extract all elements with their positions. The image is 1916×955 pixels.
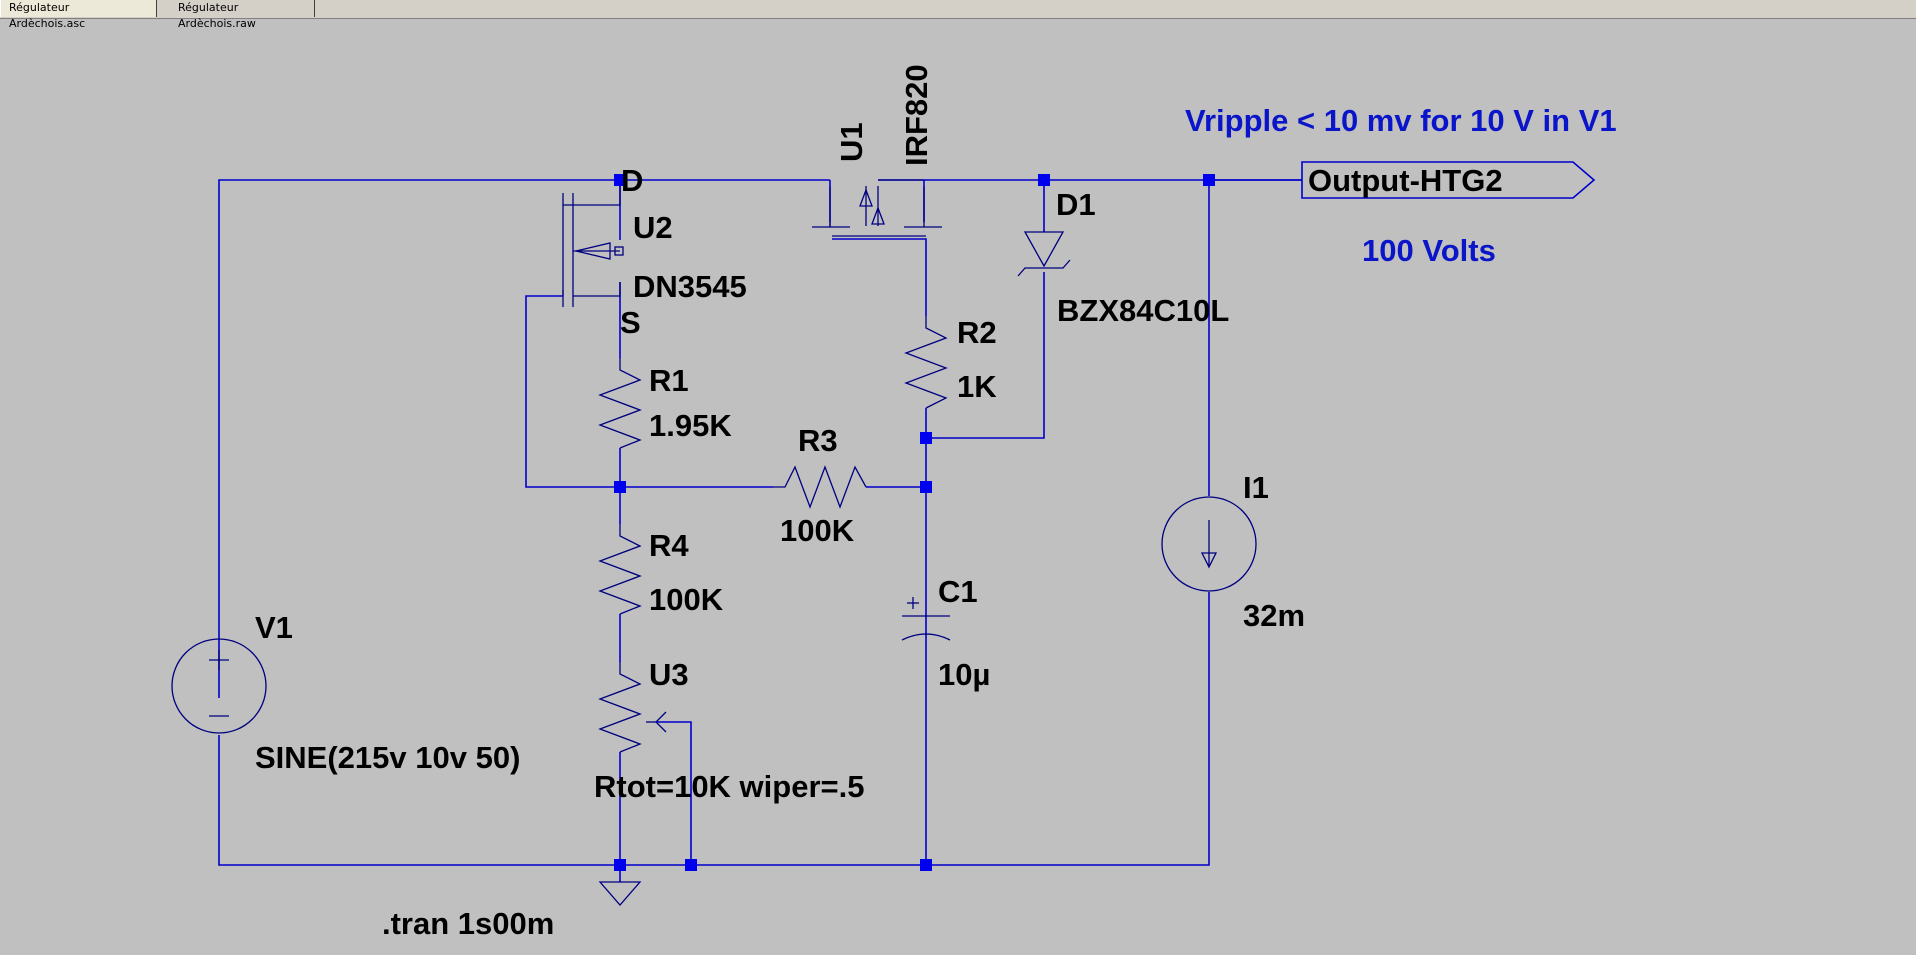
tab-schematic[interactable]: Régulateur Ardèchois.asc — [0, 0, 157, 30]
u1-value-label: IRF820 — [899, 64, 934, 166]
r3-resistor[interactable] — [773, 465, 867, 509]
r1-ref-label: R1 — [649, 363, 689, 398]
r4-value-label: 100K — [649, 582, 724, 617]
v1-value-label: SINE(215v 10v 50) — [255, 740, 520, 775]
u3-value-label: Rtot=10K wiper=.5 — [594, 769, 864, 804]
u2-mosfet[interactable] — [562, 180, 624, 307]
wire-top-left[interactable] — [218, 179, 620, 698]
output-net-label: Output-HTG2 — [1308, 163, 1503, 198]
i1-current-source[interactable] — [1161, 496, 1257, 592]
junction — [1038, 174, 1050, 186]
wire-u1-gate[interactable] — [832, 238, 927, 316]
r4-ref-label: R4 — [649, 528, 689, 563]
r1-value-label: 1.95K — [649, 408, 732, 443]
v1-ref-label: V1 — [255, 610, 293, 645]
r1-resistor[interactable] — [598, 358, 642, 449]
u2-drain-pin-label: D — [621, 163, 643, 198]
c1-value-label: 10µ — [938, 657, 990, 692]
i1-ref-label: I1 — [1243, 470, 1269, 505]
tab-raw-data[interactable]: Régulateur Ardèchois.raw — [170, 0, 315, 30]
schematic-canvas[interactable]: U1 IRF820 D U2 DN3545 S D1 BZX84C10L R1 … — [0, 18, 1916, 955]
c1-capacitor[interactable] — [901, 597, 951, 641]
junctions — [614, 174, 1215, 871]
u1-ref-label: U1 — [834, 122, 869, 162]
junction — [920, 859, 932, 871]
junction — [614, 174, 626, 186]
v1-voltage-source[interactable] — [171, 638, 267, 734]
junction — [920, 432, 932, 444]
junction — [920, 481, 932, 493]
c1-ref-label: C1 — [938, 574, 978, 609]
junction — [614, 481, 626, 493]
wire-d1-anode[interactable] — [926, 272, 1045, 439]
r3-value-label: 100K — [780, 513, 855, 548]
voltage-comment: 100 Volts — [1362, 233, 1496, 268]
u3-ref-label: U3 — [649, 657, 689, 692]
u2-source-pin-label: S — [620, 305, 641, 340]
r2-value-label: 1K — [957, 369, 997, 404]
wire-u3-wiper[interactable] — [657, 721, 692, 865]
ground-symbol[interactable] — [598, 881, 642, 906]
i1-value-label: 32m — [1243, 598, 1305, 633]
d1-zener-diode[interactable] — [1017, 231, 1071, 277]
wire-u2-gate-loop[interactable] — [525, 295, 620, 488]
r2-ref-label: R2 — [957, 315, 997, 350]
d1-ref-label: D1 — [1056, 187, 1096, 222]
r3-ref-label: R3 — [798, 423, 838, 458]
junction — [1203, 174, 1215, 186]
junction — [685, 859, 697, 871]
ripple-comment: Vripple < 10 mv for 10 V in V1 — [1185, 103, 1617, 138]
junction — [614, 859, 626, 871]
r2-resistor[interactable] — [904, 316, 948, 409]
tab-bar: Régulateur Ardèchois.asc Régulateur Ardè… — [0, 0, 1916, 30]
u1-mosfet[interactable] — [812, 179, 942, 237]
wire-bottom-rail[interactable] — [218, 592, 1210, 866]
tran-directive[interactable]: .tran 1s00m — [382, 906, 554, 941]
u2-value-label: DN3545 — [633, 269, 747, 304]
r4-resistor[interactable] — [598, 524, 642, 615]
output-net-flag[interactable] — [1301, 161, 1596, 199]
u2-ref-label: U2 — [633, 210, 673, 245]
u3-potentiometer[interactable] — [598, 662, 667, 753]
d1-value-label: BZX84C10L — [1057, 293, 1229, 328]
